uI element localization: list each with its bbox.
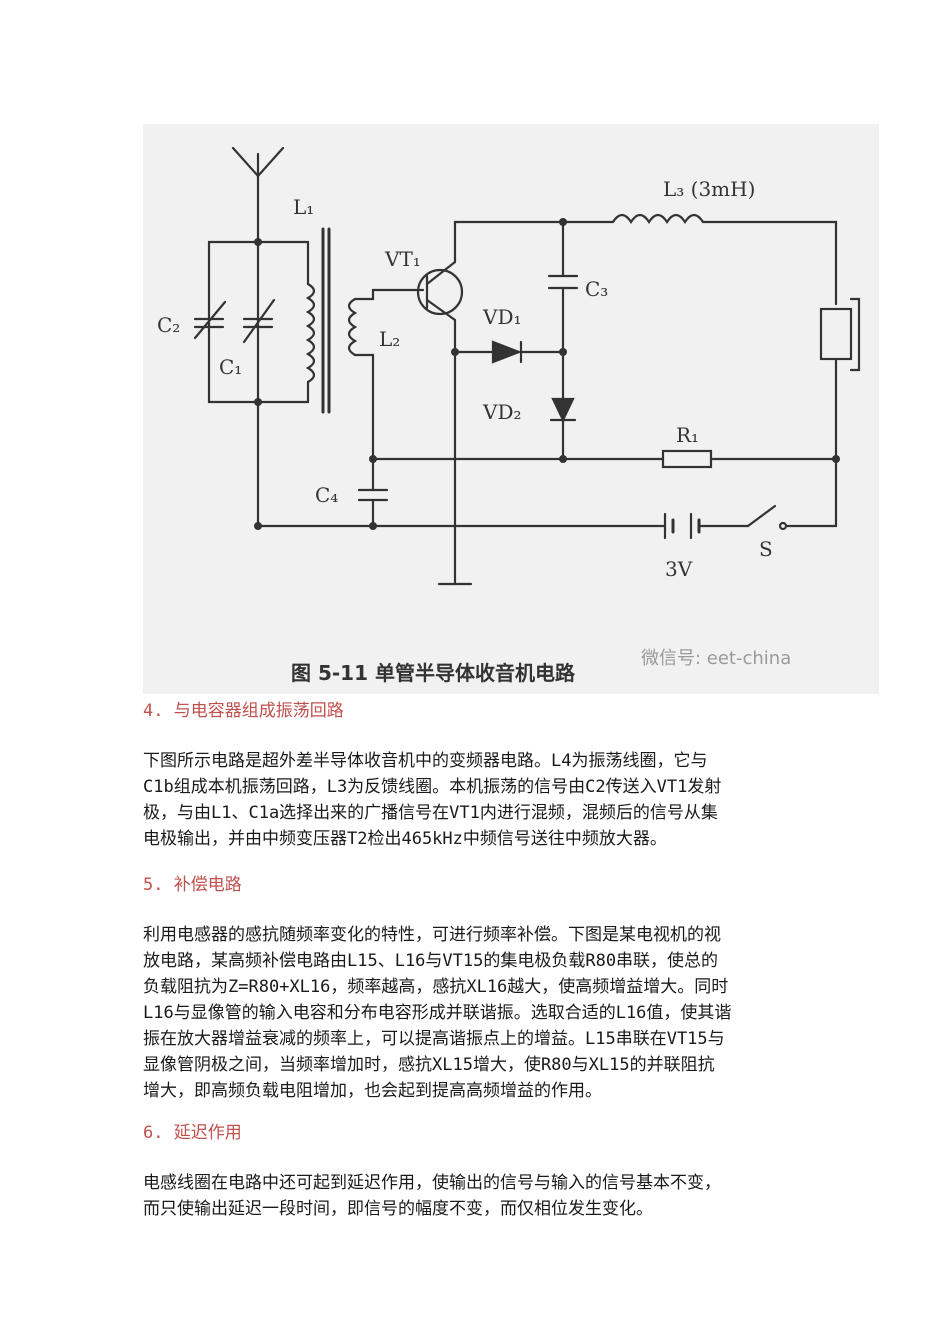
label-l2: L₂ bbox=[379, 327, 400, 351]
section-heading: 5. 补偿电路 bbox=[143, 875, 242, 895]
paragraph-line: C1b组成本机振荡回路，L3为反馈线圈。本机振荡的信号由C2传送入VT1发射 bbox=[143, 777, 722, 797]
circuit-diagram: L₁ L₂ L₃ (3mH) VT₁ VD₁ VD₂ C₂ C₁ C₃ C₄ R… bbox=[157, 146, 861, 685]
section-heading: 6. 延迟作用 bbox=[143, 1123, 242, 1143]
inductor-l1 bbox=[305, 282, 316, 384]
section-paragraph: 下图所示电路是超外差半导体收音机中的变频器电路。L4为振荡线圈，它与 C1b组成… bbox=[143, 748, 721, 852]
resistor-r1 bbox=[661, 449, 713, 469]
diode-vd1 bbox=[491, 340, 523, 364]
label-c1: C₁ bbox=[219, 355, 242, 379]
paragraph-line: 而只使输出延迟一段时间，即信号的幅度不变，而仅相位发生变化。 bbox=[143, 1199, 653, 1219]
switch-s bbox=[746, 504, 777, 528]
circuit-figure: L₁ L₂ L₃ (3mH) VT₁ VD₁ VD₂ C₂ C₁ C₃ C₄ R… bbox=[143, 124, 879, 694]
paragraph-line: 显像管阴极之间，当频率增加时，感抗XL15增大，使R80与XL15的并联阻抗 bbox=[143, 1055, 715, 1075]
antenna-icon bbox=[231, 146, 285, 178]
diode-vd2 bbox=[551, 397, 575, 423]
paragraph-line: 极，与由L1、C1a选择出来的广播信号在VT1内进行混频，混频后的信号从集 bbox=[143, 803, 718, 823]
figure-caption: 图 5-11 单管半导体收音机电路 bbox=[291, 661, 576, 685]
label-c2: C₂ bbox=[157, 313, 180, 337]
label-vt1: VT₁ bbox=[384, 247, 421, 271]
label-vd2: VD₂ bbox=[482, 400, 522, 424]
paragraph-line: 下图所示电路是超外差半导体收音机中的变频器电路。L4为振荡线圈，它与 bbox=[143, 751, 708, 771]
paragraph-line: 增大，即高频负载电阻增加，也会起到提高高频增益的作用。 bbox=[143, 1081, 602, 1101]
paragraph-line: 电极输出，并由中频变压器T2检出465kHz中频信号送往中频放大器。 bbox=[143, 829, 667, 849]
label-c3: C₃ bbox=[585, 277, 608, 301]
paragraph-line: 电感线圈在电路中还可起到延迟作用，使输出的信号与输入的信号基本不变， bbox=[143, 1173, 721, 1193]
label-s: S bbox=[759, 537, 773, 561]
paragraph-line: L16与显像管的输入电容和分布电容形成并联谐振。选取合适的L16值，使其谐 bbox=[143, 1003, 732, 1023]
paragraph-line: 振在放大器增益衰减的频率上，可以提高谐振点上的增益。L15串联在VT15与 bbox=[143, 1029, 725, 1049]
label-l3: L₃ (3mH) bbox=[663, 177, 755, 201]
transistor-vt1 bbox=[416, 268, 464, 316]
label-r1: R₁ bbox=[676, 423, 699, 447]
label-vd1: VD₁ bbox=[482, 305, 522, 329]
section-paragraph: 利用电感器的感抗随频率变化的特性，可进行频率补偿。下图是某电视机的视 放电路，某… bbox=[143, 922, 731, 1104]
section-heading: 4. 与电容器组成振荡回路 bbox=[143, 701, 344, 721]
label-battery: 3V bbox=[665, 557, 693, 581]
inductor-l3 bbox=[611, 213, 705, 225]
paragraph-line: 放电路，某高频补偿电路由L15、L16与VT15的集电极负载R80串联，使总的 bbox=[143, 951, 719, 971]
label-l1: L₁ bbox=[293, 195, 314, 219]
section-paragraph: 电感线圈在电路中还可起到延迟作用，使输出的信号与输入的信号基本不变， 而只使输出… bbox=[143, 1170, 721, 1222]
paragraph-line: 负载阻抗为Z=R80+XL16，频率越高，感抗XL16越大，使高频增益增大。同时 bbox=[143, 977, 729, 997]
label-c4: C₄ bbox=[315, 483, 338, 507]
inductor-l2 bbox=[347, 297, 358, 357]
speaker-icon bbox=[819, 307, 853, 361]
paragraph-line: 利用电感器的感抗随频率变化的特性，可进行频率补偿。下图是某电视机的视 bbox=[143, 925, 721, 945]
watermark: 微信号: eet-china bbox=[641, 648, 791, 669]
